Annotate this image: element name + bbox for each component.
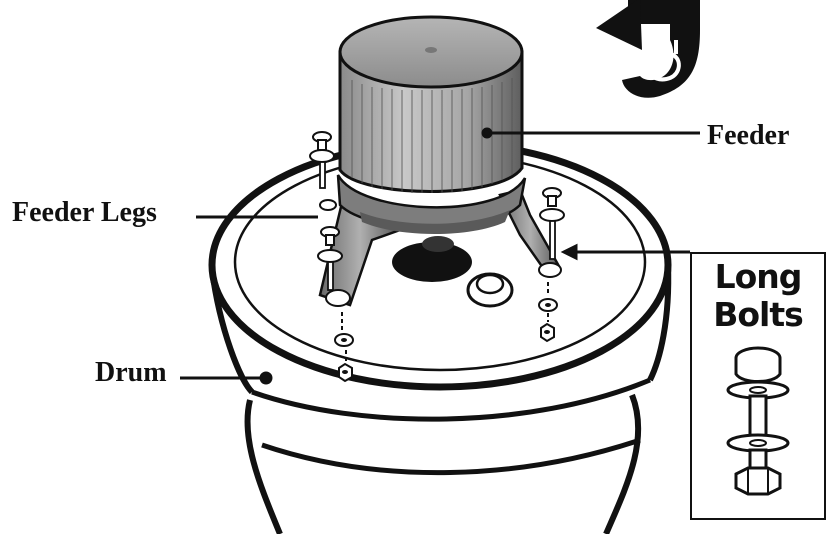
bolt-right xyxy=(538,187,565,343)
lid-bung xyxy=(466,272,514,308)
drum-label: Drum xyxy=(95,357,167,388)
long-bolt-illustration xyxy=(726,346,790,496)
bolt-front-left xyxy=(317,226,354,383)
feeder-cap xyxy=(338,15,524,193)
curved-rotate-arrow-icon xyxy=(596,0,700,98)
long-bolts-title-line2: Bolts xyxy=(713,295,804,334)
feeder-label: Feeder xyxy=(707,120,790,151)
long-bolts-callout: Long Bolts xyxy=(690,252,826,520)
feeder-legs xyxy=(318,174,562,307)
leader-lines xyxy=(180,127,700,385)
feeder-legs-label: Feeder Legs xyxy=(12,197,157,228)
feeder-opening xyxy=(392,242,472,282)
long-bolts-title: Long Bolts xyxy=(692,258,824,334)
drum xyxy=(208,139,672,534)
bolt-rear-left xyxy=(309,131,337,211)
long-bolts-title-line1: Long xyxy=(714,257,803,296)
